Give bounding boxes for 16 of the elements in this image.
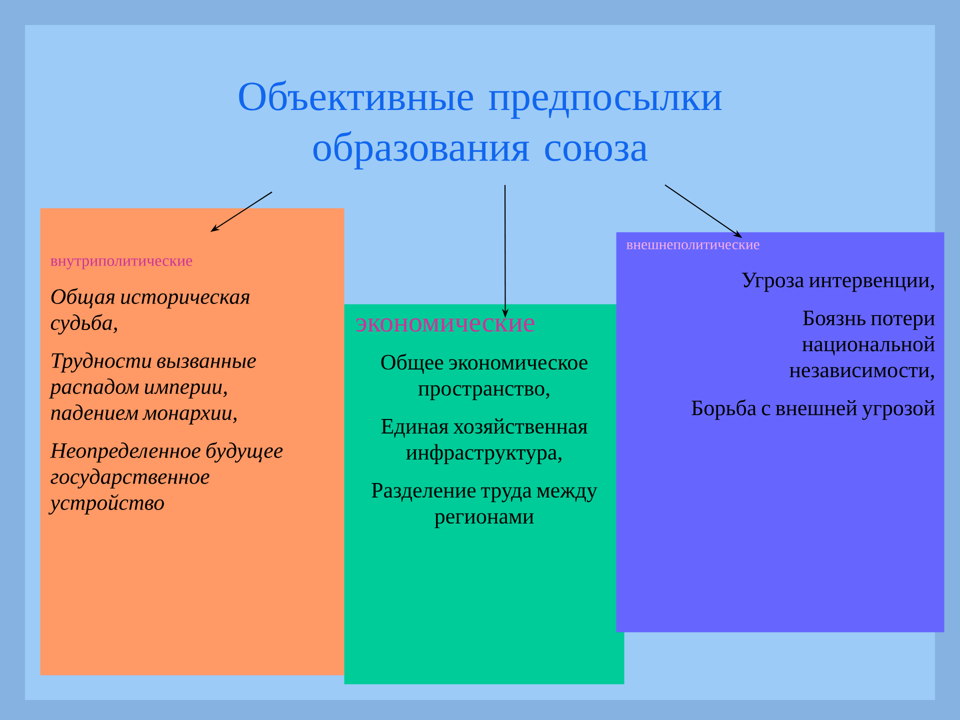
list-item: Разделение труда между регионами bbox=[372, 483, 598, 528]
category-heading: экономические bbox=[356, 318, 534, 332]
title: Объективные предпосылки образования союза bbox=[239, 80, 722, 170]
category-box bbox=[616, 232, 944, 632]
category-heading: внутриполитические bbox=[50, 258, 192, 270]
category-box bbox=[40, 208, 344, 676]
list-item: Общая историческая судьба, bbox=[50, 288, 250, 335]
list-item: Трудности вызванные распадом империи, падением монархии, bbox=[48, 352, 256, 424]
category-box bbox=[344, 304, 624, 684]
list-item: Единая хозяйственная инфраструктура, bbox=[381, 418, 588, 464]
list-item: Неопределенное будущее государственное устройство bbox=[48, 442, 283, 515]
list-item: Борьба с внешней угрозой bbox=[692, 399, 935, 420]
list-item: Общее экономическое пространство, bbox=[381, 354, 588, 400]
category-heading: внешнеполитические bbox=[626, 242, 760, 250]
list-item: Угроза интервенции, bbox=[742, 272, 934, 292]
list-item: Боязнь потери национальной независимости, bbox=[790, 310, 935, 381]
